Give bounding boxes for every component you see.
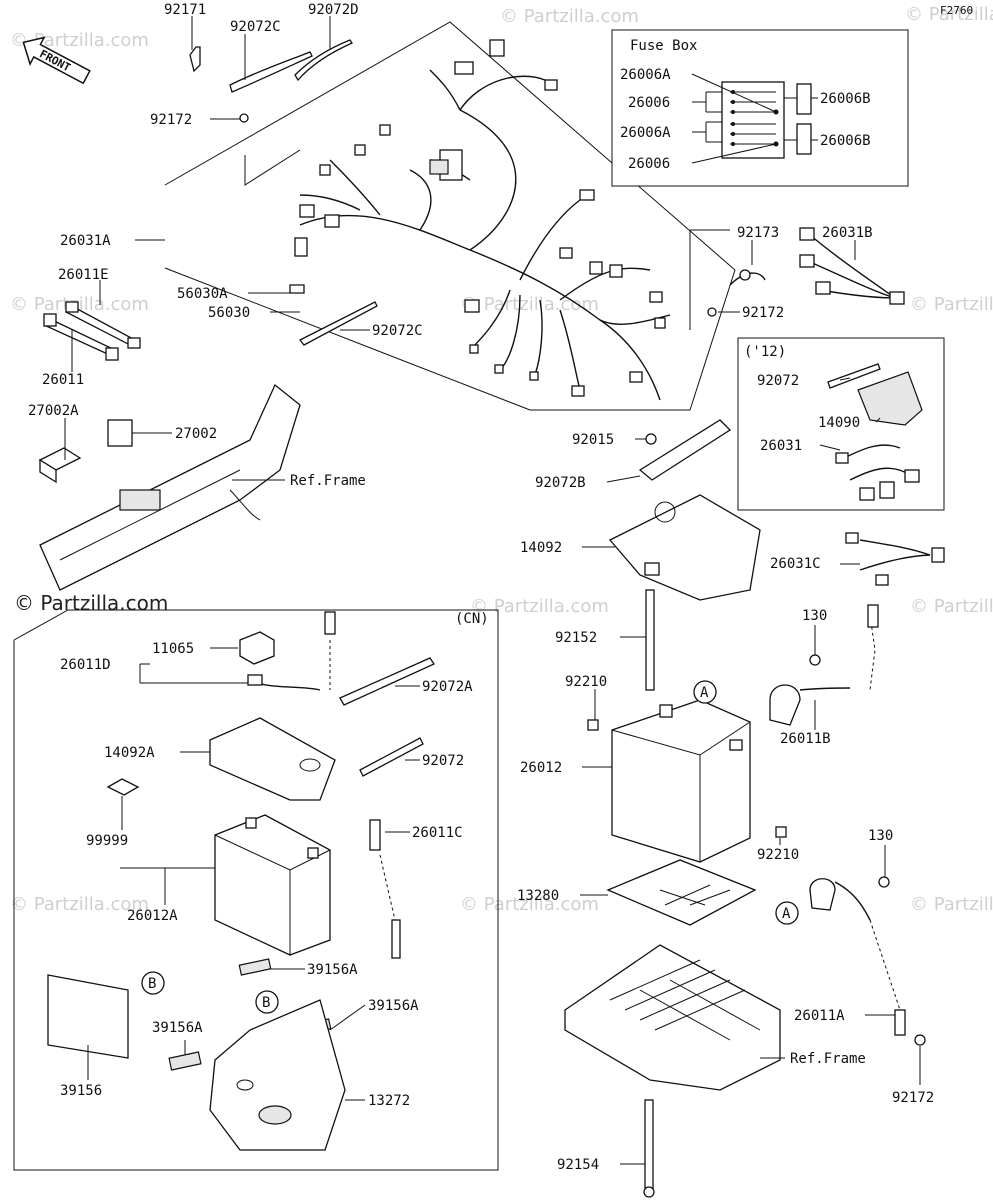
part-label-130: 130 — [868, 828, 893, 844]
part-label-56030a: 56030A — [177, 286, 228, 302]
front-label: FRONT — [37, 47, 73, 74]
part-label-92172: 92172 — [150, 112, 192, 128]
fuse-label: 26006B — [820, 91, 871, 107]
part-label-39156a: 39156A — [368, 998, 419, 1014]
fuse-label: 26006A — [620, 67, 671, 83]
watermark-text: © Partzilla.com — [910, 596, 993, 617]
part-label-92154: 92154 — [557, 1157, 599, 1173]
main-harness-group — [43, 21, 736, 411]
part-label-26011: 26011 — [42, 372, 84, 388]
part-label-26011d: 26011D — [60, 657, 111, 673]
part-label-56030: 56030 — [208, 305, 250, 321]
watermark-text: © Partzilla.com — [470, 596, 609, 617]
battery-group-right: A A — [564, 419, 945, 1198]
watermark-text: © Partzilla.com — [10, 894, 149, 915]
watermark-text: © Partzilla.com — [905, 4, 993, 25]
callout-b: B — [148, 976, 156, 992]
part-label-26011a: 26011A — [794, 1008, 845, 1024]
fuse-label: 26006B — [820, 133, 871, 149]
diagram-code: F2760 — [940, 4, 973, 17]
part-label-92172: 92172 — [742, 305, 784, 321]
part-label-27002: 27002 — [175, 426, 217, 442]
part-label-26031c: 26031C — [770, 556, 821, 572]
part-label-92072d: 92072D — [308, 2, 359, 18]
part-label-92210: 92210 — [757, 847, 799, 863]
part-label-92152: 92152 — [555, 630, 597, 646]
fuse-label: 26006 — [628, 95, 670, 111]
part-label-92210: 92210 — [565, 674, 607, 690]
part-label-13280: 13280 — [517, 888, 559, 904]
part-label-92171: 92171 — [164, 2, 206, 18]
part-label-92072c: 92072C — [230, 19, 281, 35]
part-label-39156a: 39156A — [152, 1020, 203, 1036]
part-label-99999: 99999 — [86, 833, 128, 849]
part-label-26012a: 26012A — [127, 908, 178, 924]
part-label-26031a: 26031A — [60, 233, 111, 249]
fuse-label: 26006 — [628, 156, 670, 172]
y12-panel: ('12) — [737, 337, 945, 511]
left-frame-group — [38, 383, 301, 591]
watermark-text: © Partzilla.com — [910, 894, 993, 915]
y12-title: ('12) — [744, 344, 786, 360]
ref-frame-label: Ref.Frame — [290, 473, 366, 489]
right-harness-group — [689, 227, 905, 330]
part-label-92072: 92072 — [757, 373, 799, 389]
part-label-92072c: 92072C — [372, 323, 423, 339]
leader-lines — [64, 16, 921, 1165]
watermark-text: © Partzilla.com — [910, 294, 993, 315]
part-label-26011b: 26011B — [780, 731, 831, 747]
part-label-39156: 39156 — [60, 1083, 102, 1099]
watermark-text: © Partzilla.com — [10, 294, 149, 315]
part-label-13272: 13272 — [368, 1093, 410, 1109]
part-label-39156a: 39156A — [307, 962, 358, 978]
part-label-92173: 92173 — [737, 225, 779, 241]
part-label-14092: 14092 — [520, 540, 562, 556]
fuse-box-title: Fuse Box — [630, 38, 697, 54]
part-label-26011c: 26011C — [412, 825, 463, 841]
watermarks: © Partzilla.com © Partzilla.com © Partzi… — [10, 4, 993, 915]
callout-b: B — [262, 995, 270, 1011]
watermark-text: © Partzilla.com — [10, 30, 149, 51]
cn-title: (CN) — [455, 611, 489, 627]
part-label-14092a: 14092A — [104, 745, 155, 761]
part-label-11065: 11065 — [152, 641, 194, 657]
ref-frame-label: Ref.Frame — [790, 1051, 866, 1067]
part-label-130: 130 — [802, 608, 827, 624]
part-label-92072: 92072 — [422, 753, 464, 769]
watermark-text: © Partzilla.com — [460, 294, 599, 315]
part-labels: 92171 92072C 92072D 92172 26031A 26011E … — [28, 2, 934, 1173]
callout-a: A — [700, 685, 709, 701]
part-label-26011e: 26011E — [58, 267, 109, 283]
watermark-text: © Partzilla.com — [460, 894, 599, 915]
part-label-92072a: 92072A — [422, 679, 473, 695]
part-label-27002a: 27002A — [28, 403, 79, 419]
watermark-text: © Partzilla.com — [500, 6, 639, 27]
part-label-26012: 26012 — [520, 760, 562, 776]
part-label-14090: 14090 — [818, 415, 860, 431]
callout-a: A — [782, 906, 791, 922]
watermark-text-dark: © Partzilla.com — [14, 591, 168, 615]
fuse-label: 26006A — [620, 125, 671, 141]
part-label-92072b: 92072B — [535, 475, 586, 491]
part-label-92015: 92015 — [572, 432, 614, 448]
part-label-26031: 26031 — [760, 438, 802, 454]
part-label-26031b: 26031B — [822, 225, 873, 241]
cn-panel: (CN) B — [13, 609, 499, 1171]
fuse-box-panel: Fuse Box 26006A 26006 26006A 26006 26006… — [611, 29, 909, 187]
part-label-92172: 92172 — [892, 1090, 934, 1106]
